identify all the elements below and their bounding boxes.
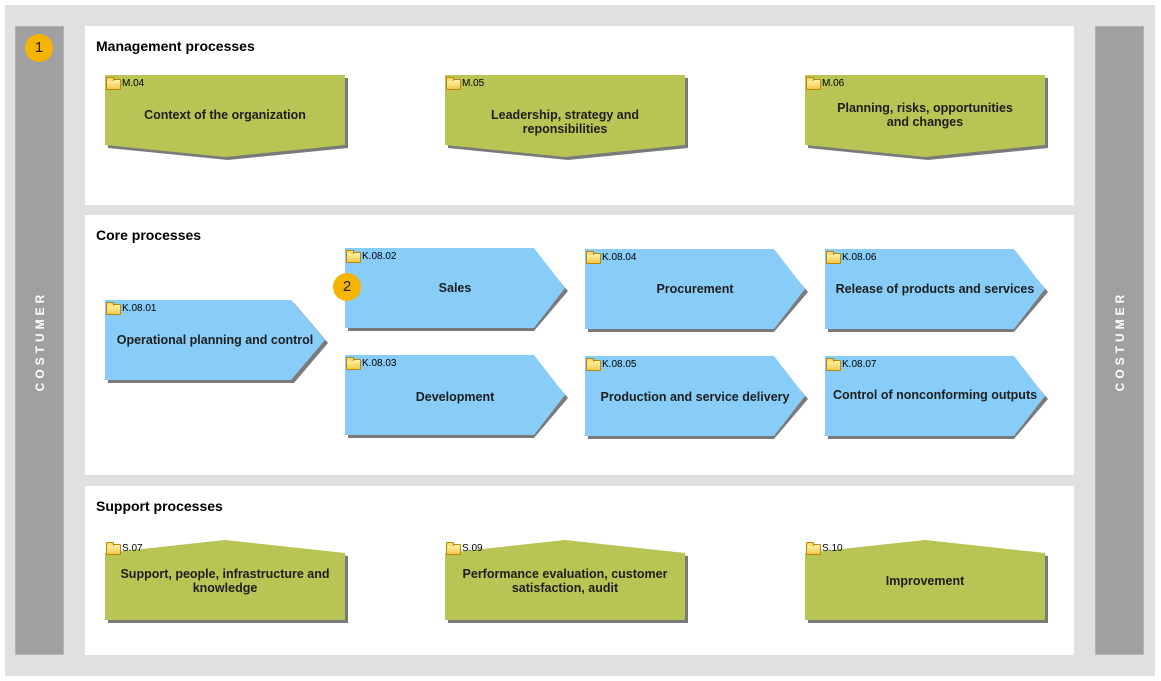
process-code: S.10 <box>822 543 843 554</box>
folder-icon <box>826 251 841 264</box>
arrow-right-shape <box>585 356 808 439</box>
process-k0801[interactable]: K.08.01 Operational planning and control <box>105 300 328 383</box>
process-code: M.06 <box>822 78 845 89</box>
process-code: S.07 <box>122 543 143 554</box>
arrow-right-shape <box>825 356 1048 439</box>
folder-icon <box>106 77 121 90</box>
core-title: Core processes <box>96 227 202 243</box>
process-label: Context of the organization <box>144 108 306 122</box>
process-k0804[interactable]: K.08.04 Procurement <box>585 249 808 332</box>
process-code: K.08.04 <box>602 252 637 263</box>
process-label: Leadership, strategy and reponsibilities <box>491 108 639 136</box>
process-m04[interactable]: M.04 Context of the organization <box>105 75 348 160</box>
folder-icon <box>826 358 841 371</box>
arrow-right-shape <box>345 248 568 331</box>
process-label: Procurement <box>656 282 734 296</box>
process-s10[interactable]: S.10 Improvement <box>805 540 1048 623</box>
folder-icon <box>446 542 461 555</box>
chevron-down-shape <box>105 75 348 160</box>
process-label: Planning, risks, opportunities and chang… <box>837 101 1013 129</box>
arrow-right-shape <box>105 300 328 383</box>
customer-bar-right: COSTUMER <box>1095 26 1144 655</box>
arrow-right-shape <box>585 249 808 332</box>
folder-icon <box>446 77 461 90</box>
process-code: K.08.01 <box>122 303 157 314</box>
process-k0805[interactable]: K.08.05 Production and service delivery <box>585 356 808 439</box>
step-badge-2: 2 <box>333 273 361 301</box>
management-title: Management processes <box>96 38 255 54</box>
process-label: Performance evaluation, customer satisfa… <box>462 567 668 595</box>
process-label: Release of products and services <box>835 282 1035 296</box>
process-label: Control of nonconforming outputs <box>832 388 1038 402</box>
folder-icon <box>106 542 121 555</box>
process-label: Support, people, infrastructure and know… <box>120 567 330 595</box>
process-code: K.08.03 <box>362 358 397 369</box>
folder-icon <box>106 302 121 315</box>
folder-icon <box>586 358 601 371</box>
process-label: Sales <box>438 281 472 295</box>
process-code: M.05 <box>462 78 485 89</box>
house-shape <box>105 540 348 623</box>
customer-label-left: COSTUMER <box>32 290 47 391</box>
chevron-down-shape <box>805 75 1048 160</box>
process-code: K.08.06 <box>842 252 877 263</box>
process-s09[interactable]: S.09 Performance evaluation, customer sa… <box>445 540 688 623</box>
process-code: K.08.05 <box>602 359 637 370</box>
arrow-right-shape <box>345 355 568 438</box>
process-label: Operational planning and control <box>116 333 314 347</box>
process-code: K.08.02 <box>362 251 397 262</box>
process-label: Production and service delivery <box>600 390 790 404</box>
folder-icon <box>346 357 361 370</box>
folder-icon <box>806 77 821 90</box>
process-m05[interactable]: M.05 Leadership, strategy and reponsibil… <box>445 75 688 160</box>
support-title: Support processes <box>96 498 223 514</box>
process-k0806[interactable]: K.08.06 Release of products and services <box>825 249 1048 332</box>
process-code: M.04 <box>122 78 145 89</box>
process-label: Improvement <box>885 574 965 588</box>
customer-label-right: COSTUMER <box>1112 290 1127 391</box>
process-k0802[interactable]: K.08.02 Sales <box>345 248 568 331</box>
folder-icon <box>346 250 361 263</box>
house-shape <box>805 540 1048 623</box>
arrow-right-shape <box>825 249 1048 332</box>
process-k0803[interactable]: K.08.03 Development <box>345 355 568 438</box>
process-s07[interactable]: S.07 Support, people, infrastructure and… <box>105 540 348 623</box>
folder-icon <box>806 542 821 555</box>
process-k0807[interactable]: K.08.07 Control of nonconforming outputs <box>825 356 1048 439</box>
chevron-down-shape <box>445 75 688 160</box>
process-code: K.08.07 <box>842 359 877 370</box>
step-badge-1: 1 <box>25 34 53 62</box>
process-code: S.09 <box>462 543 483 554</box>
customer-bar-left: COSTUMER <box>15 26 64 655</box>
process-label: Development <box>415 390 495 404</box>
process-m06[interactable]: M.06 Planning, risks, opportunities and … <box>805 75 1048 160</box>
house-shape <box>445 540 688 623</box>
folder-icon <box>586 251 601 264</box>
